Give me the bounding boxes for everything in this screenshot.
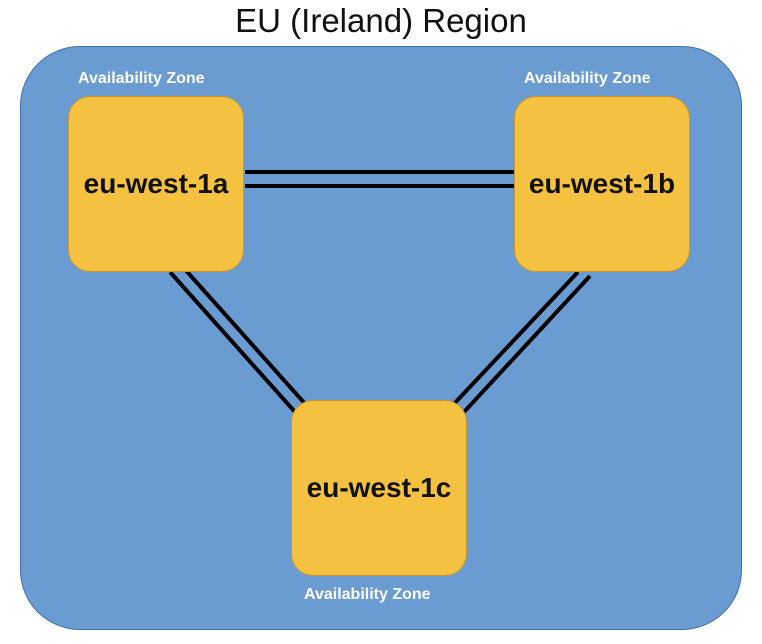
link-1a-1b bbox=[245, 170, 514, 188]
link-1a-1c bbox=[168, 264, 309, 414]
zone-label-1c: Availability Zone bbox=[304, 586, 431, 603]
link-1b-1c bbox=[450, 270, 592, 414]
zone-eu-west-1a: eu-west-1a bbox=[68, 96, 244, 272]
zone-eu-west-1b: eu-west-1b bbox=[514, 96, 690, 272]
diagram-title: EU (Ireland) Region bbox=[235, 2, 527, 39]
zone-eu-west-1c: eu-west-1c bbox=[291, 400, 467, 576]
zone-label-1a: Availability Zone bbox=[78, 70, 205, 87]
zone-label-1b: Availability Zone bbox=[524, 70, 651, 87]
